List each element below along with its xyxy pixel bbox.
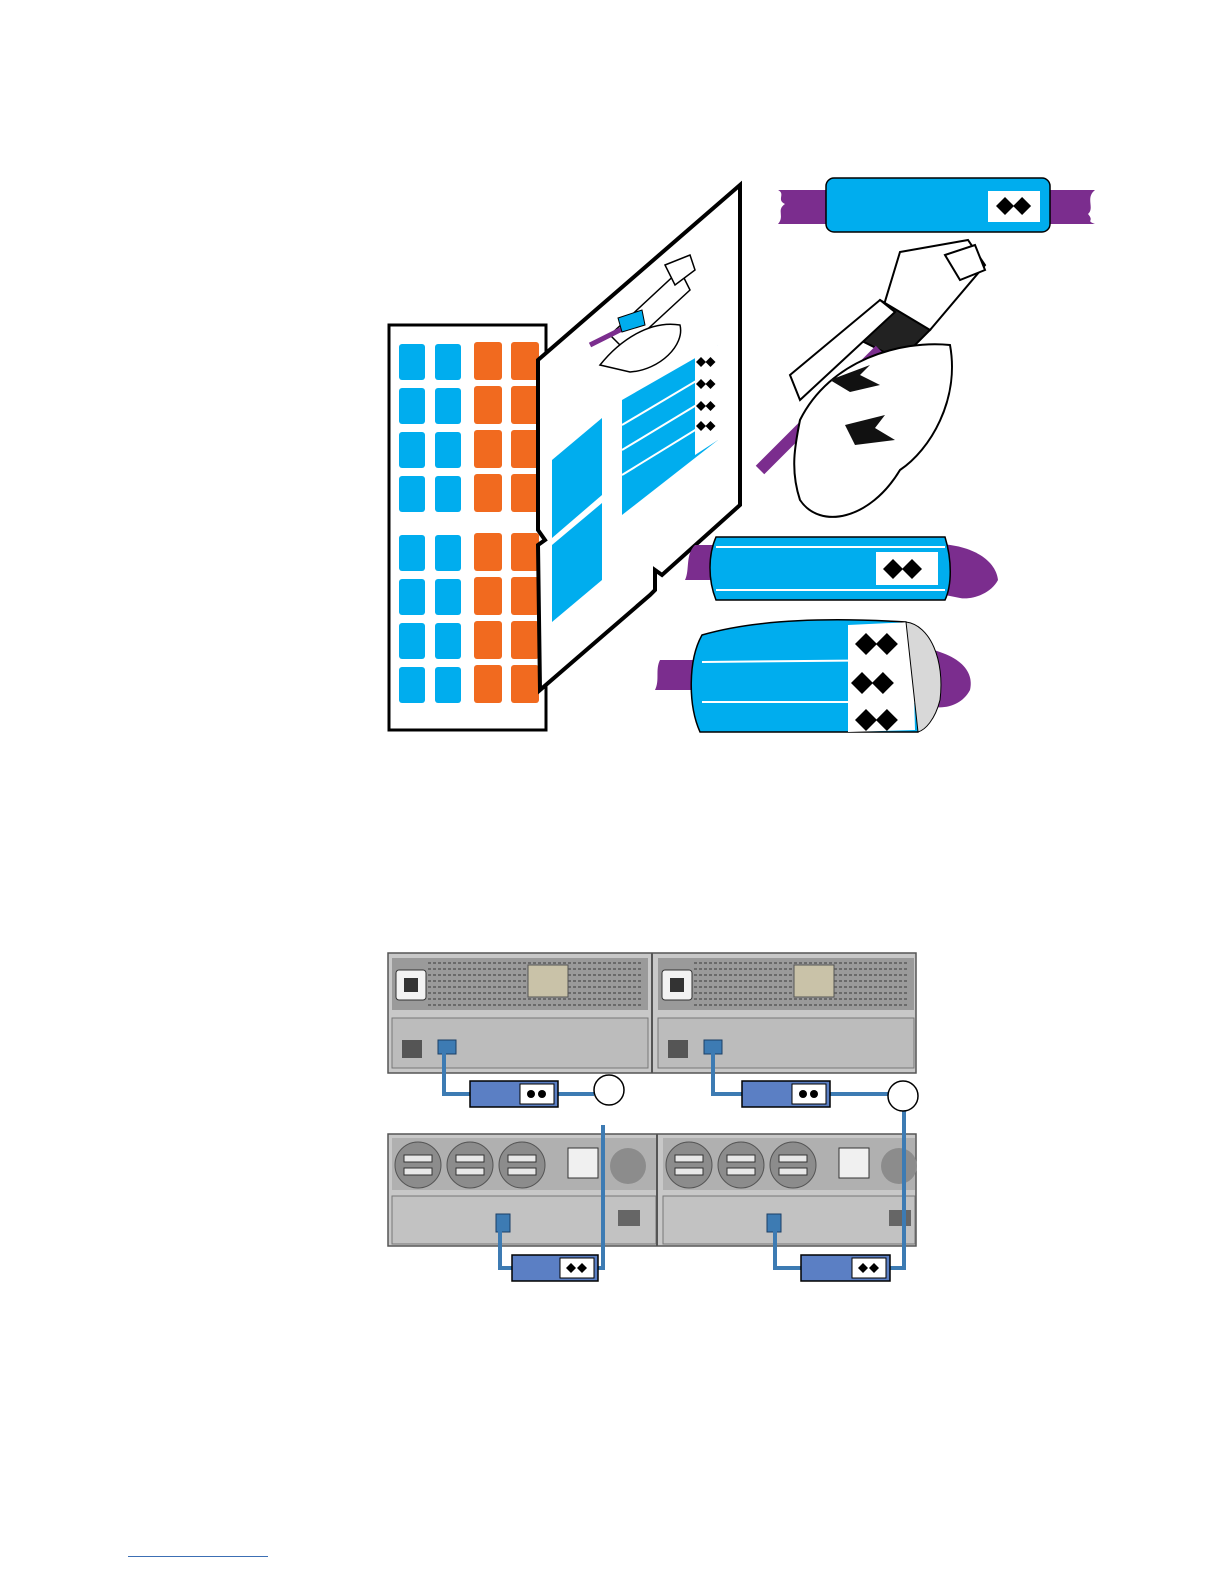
- cable-tag: [470, 1081, 558, 1107]
- controller-shelf: [388, 953, 916, 1073]
- cable-tag: [742, 1081, 830, 1107]
- connection-callout: [594, 1075, 624, 1105]
- footer-rule: [128, 1556, 268, 1557]
- cable-tag: [801, 1255, 890, 1281]
- connection-callout: [888, 1081, 918, 1111]
- drive-shelf: [388, 1134, 917, 1246]
- cable-tag: [512, 1255, 598, 1281]
